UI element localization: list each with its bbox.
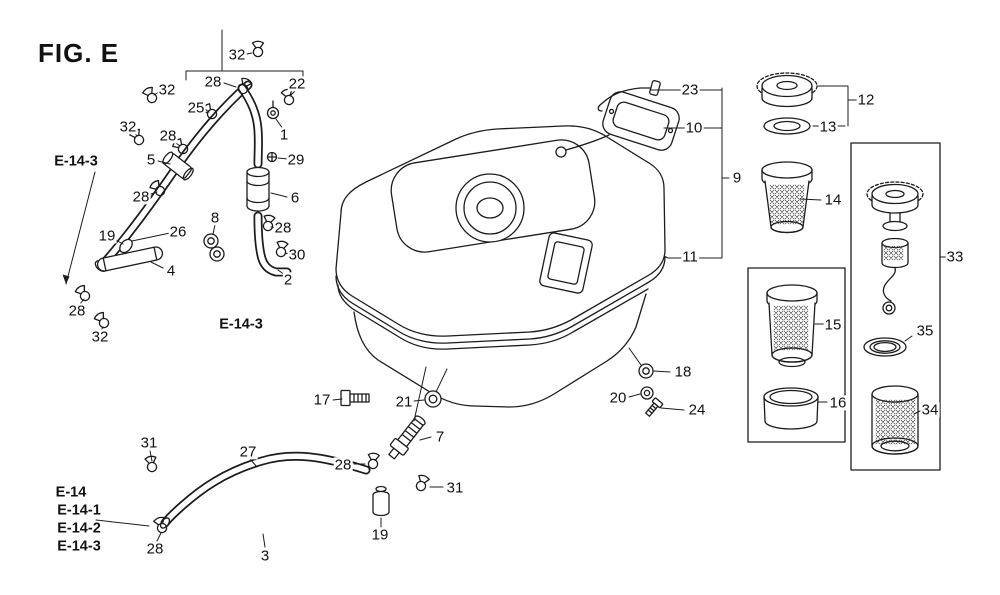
part-14-strainer [761,161,813,234]
fuel-filter-column [850,142,941,471]
part-18-grommet [638,363,654,379]
part-4-tube [96,246,164,272]
part-30-clamp [274,239,289,259]
part-33-cap-assembly [866,181,924,315]
part-24-bolt [645,397,664,417]
part-21-washer [424,390,442,408]
part-19-joint [372,485,390,517]
strainer-box [747,267,846,443]
left-hose-assembly [62,29,304,331]
part-32-clamp [92,310,112,331]
part-20-washer [640,386,654,400]
part-15-strainer [766,284,818,368]
ref-arrowhead [62,274,70,284]
part-7-fuel-valve [388,415,426,460]
part-12-fuel-cap [756,72,818,108]
figure-title: FIG. E [38,38,120,68]
part-16-cup [763,387,819,430]
tank-side-plate [539,232,593,294]
part-23-bracket [597,80,661,112]
part-32-clamp [141,85,160,106]
fuel-valve-hose-assembly [144,363,664,535]
filter-box [850,142,941,471]
leader-lines [79,52,949,548]
part-28-clamp [366,452,381,470]
part-19-grommet [119,238,133,254]
part-5-tube-joint [162,151,194,181]
part-29-bolt [266,151,278,163]
part-17-bolt [340,389,370,407]
part-8-grommets [203,233,225,262]
gauge-ring [555,146,567,158]
fuel-tank-body [335,125,666,408]
ref-arrow-line [65,171,96,285]
part-32-clamp [251,40,265,58]
part-34-filter [871,385,919,455]
part-10-fuel-gauge [602,91,680,151]
filler-neck [455,173,525,243]
part-6-fuel-filter [246,166,270,212]
part-1-clip [266,100,280,120]
fuel-cap-strainer-column [747,72,858,443]
part-13-gasket [763,117,811,135]
part-32-clamp [128,127,147,148]
part-28-clamp [261,213,276,233]
fuel-gauge-assembly [555,80,680,158]
part-31-clamp [413,473,431,493]
part-22-clip [280,87,297,107]
part-35-seal [863,337,907,357]
